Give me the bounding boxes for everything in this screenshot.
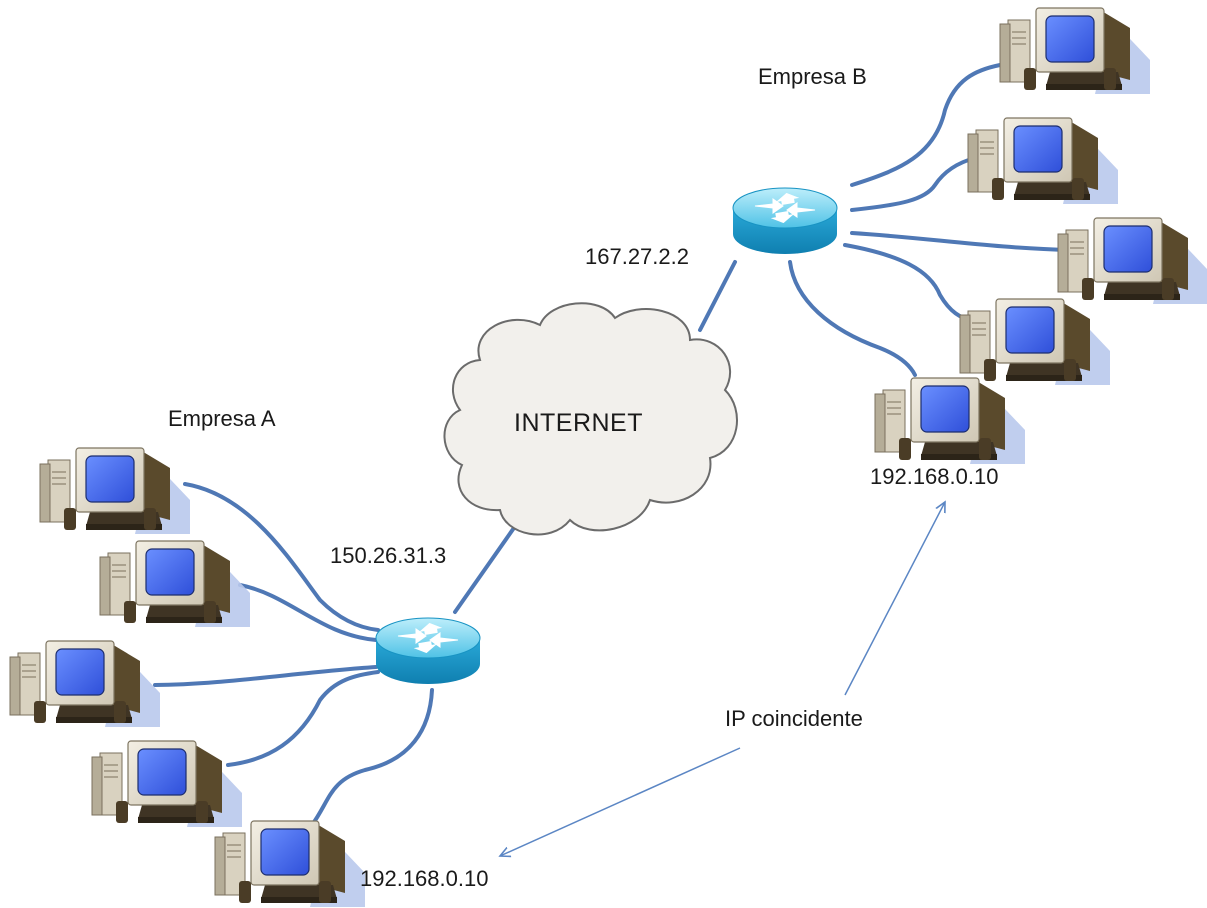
lan-b-computers	[874, 7, 1207, 465]
router-icon	[375, 617, 481, 685]
computer-icon	[959, 298, 1111, 386]
conflict-note-label: IP coincidente	[725, 706, 863, 731]
conflict-arrow-to-b	[844, 502, 945, 696]
computer-icon	[214, 820, 366, 908]
computer-icon	[9, 640, 161, 728]
computer-icon	[91, 740, 243, 828]
computer-icon	[967, 117, 1119, 205]
link-a-pc3	[153, 665, 378, 687]
computer-icon	[874, 377, 1026, 465]
host-a-ip-label: 192.168.0.10	[360, 866, 489, 891]
conflict-arrows	[500, 502, 945, 856]
computer-icon	[999, 7, 1151, 95]
link-a-pc4	[226, 670, 380, 767]
router-icon	[732, 187, 838, 255]
conflict-arrow-to-a	[500, 747, 741, 856]
link-a-pc2	[238, 583, 378, 642]
computer-icon	[39, 447, 191, 535]
link-b-pc4	[843, 243, 977, 324]
link-router-b-cloud	[698, 260, 737, 332]
link-b-pc5	[788, 260, 917, 377]
lan-a-computers	[9, 447, 366, 908]
link-a-pc5	[310, 688, 434, 827]
lan-a-links	[153, 482, 532, 827]
computer-icon	[99, 540, 251, 628]
link-b-pc3	[850, 231, 1072, 252]
company-b-label: Empresa B	[758, 64, 867, 89]
link-a-pc1	[183, 482, 380, 632]
company-a-label: Empresa A	[168, 406, 276, 431]
computer-icon	[1057, 217, 1207, 305]
router-b	[732, 187, 838, 255]
router-a	[375, 617, 481, 685]
link-b-pc1	[850, 63, 1002, 187]
internet-label: INTERNET	[514, 409, 643, 437]
router-b-ip-label: 167.27.2.2	[585, 244, 689, 269]
cloud-icon	[443, 302, 738, 536]
host-b-ip-label: 192.168.0.10	[870, 464, 999, 489]
router-a-ip-label: 150.26.31.3	[330, 543, 447, 568]
link-b-pc2	[850, 156, 977, 212]
